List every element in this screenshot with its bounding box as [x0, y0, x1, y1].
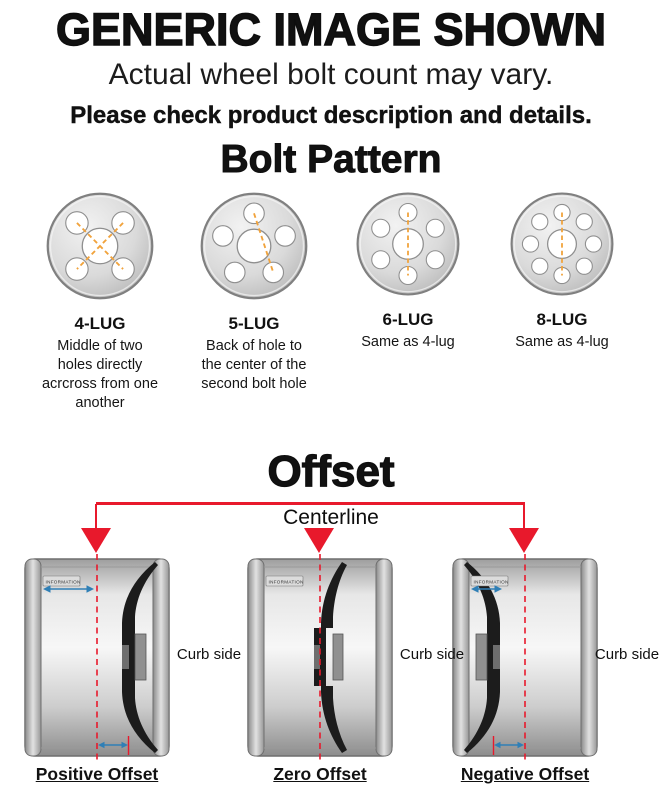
backspacing-arrow — [43, 585, 94, 594]
wheel-disc — [122, 562, 158, 754]
centerline-drop-left — [95, 504, 97, 529]
lug-description: Back of hole to the center of the second… — [201, 338, 307, 393]
wheel-label-text: INFORMATION — [46, 580, 81, 585]
lug-label: 8-LUG — [536, 310, 588, 329]
wheel-6lug-icon — [356, 192, 460, 296]
centerline-drop-right — [523, 504, 525, 529]
measure-line — [76, 222, 124, 270]
lug-label: 5-LUG — [228, 314, 280, 333]
wheel-label-text: INFORMATION — [474, 580, 509, 585]
curb-side-label: Curb side — [399, 646, 465, 664]
header: GENERIC IMAGE SHOWN Actual wheel bolt co… — [0, 3, 662, 130]
lug-item-8lug: 8-LUG Same as 4-lug — [489, 190, 635, 414]
offset-measure-arrow — [492, 736, 524, 756]
wheel-negative-offset-diagram: INFORMATION — [452, 554, 598, 763]
offset-title: Offset — [267, 446, 395, 496]
backspacing-arrow — [471, 585, 502, 594]
lug-label: 6-LUG — [382, 310, 434, 329]
note: Please check product description and det… — [70, 102, 592, 129]
measure-line — [253, 213, 275, 273]
wheel-disc-mirrored — [464, 562, 524, 756]
lug-description: Same as 4-lug — [515, 334, 609, 350]
wheel-positive-offset-diagram: INFORMATION — [24, 554, 170, 763]
wheel-label-text: INFORMATION — [269, 580, 304, 585]
offset-section: Offset Centerline — [0, 446, 662, 796]
wheel-zero-offset-diagram: INFORMATION — [247, 554, 393, 763]
wheel-label-box — [42, 576, 81, 587]
wheel-zero-offset: INFORMATION — [245, 553, 395, 763]
lug-description: Same as 4-lug — [361, 334, 455, 350]
offset-diagram: Centerline — [0, 496, 662, 796]
page-title: GENERIC IMAGE SHOWN — [55, 3, 607, 55]
centerline-arrow-icon — [304, 528, 334, 554]
wheel-label-box — [470, 576, 509, 587]
wheel-5lug-icon — [200, 192, 308, 300]
lug-label: 4-LUG — [74, 314, 126, 333]
wheel-label-box — [265, 576, 304, 587]
offset-type-zero: Zero Offset — [273, 764, 367, 785]
centerline-label: Centerline — [283, 506, 379, 530]
wheel-positive-offset: INFORMATION — [22, 553, 172, 763]
lug-item-5lug: 5-LUG Back of hole to the center of the … — [181, 190, 327, 414]
offset-type-positive: Positive Offset — [35, 764, 159, 785]
centerline-arrow-icon — [81, 528, 111, 554]
centerline-arrow-icon — [509, 528, 539, 554]
bolt-pattern-row: 4-LUG Middle of two holes directly acrcr… — [0, 190, 662, 414]
offset-type-negative: Negative Offset — [460, 764, 590, 785]
curb-side-label: Curb side — [594, 646, 660, 664]
wheel-negative-offset: INFORMATION — [450, 553, 600, 763]
lug-item-4lug: 4-LUG Middle of two holes directly acrcr… — [27, 190, 173, 414]
bolt-pattern-title: Bolt Pattern — [220, 138, 442, 182]
offset-measure-arrow — [98, 736, 130, 756]
lug-item-6lug: 6-LUG Same as 4-lug — [335, 190, 481, 414]
lug-description: Middle of two holes directly acrcross fr… — [41, 338, 159, 412]
centerline-line — [96, 502, 525, 506]
wheel-8lug-icon — [510, 192, 614, 296]
subtitle: Actual wheel bolt count may vary. — [108, 58, 554, 91]
wheel-disc — [314, 562, 347, 754]
curb-side-label: Curb side — [176, 646, 242, 664]
wheel-4lug-icon — [46, 192, 154, 300]
